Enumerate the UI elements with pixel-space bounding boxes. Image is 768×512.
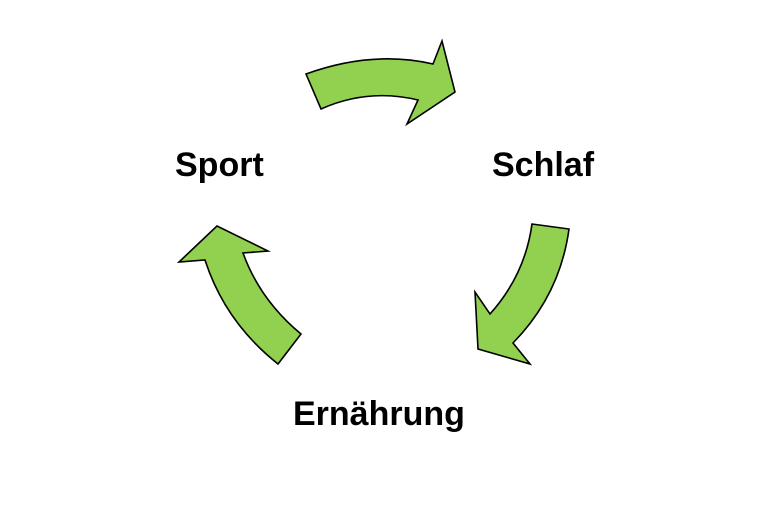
node-label-sport: Sport xyxy=(175,146,264,184)
arrow-schlaf-to-ernaehrung xyxy=(474,223,570,366)
arrow-sport-to-schlaf xyxy=(304,38,456,127)
arrow-ernaehrung-to-sport xyxy=(176,225,303,366)
node-label-ernaehrung: Ernährung xyxy=(293,395,465,433)
node-label-schlaf: Schlaf xyxy=(492,146,595,184)
